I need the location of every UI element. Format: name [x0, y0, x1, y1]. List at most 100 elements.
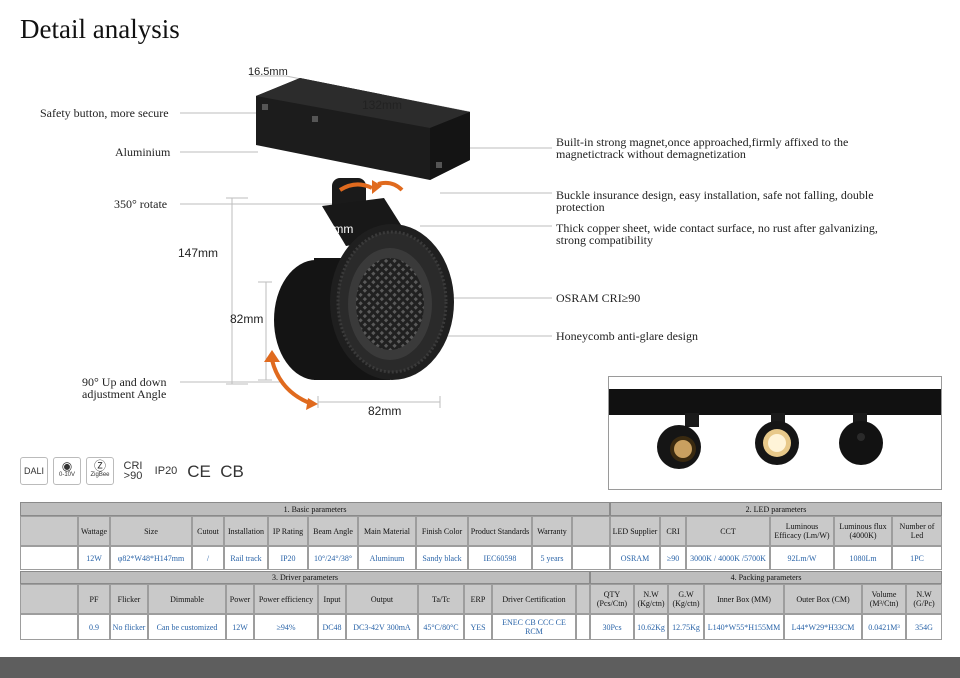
feature-buckle: Buckle insurance design, easy installati… [556, 188, 874, 214]
packing-header-row: QTY (Pcs/Ctn) N.W (Kg/ctn) G.W (Kg/ctn) … [590, 584, 942, 614]
table-cell: 12W [78, 546, 110, 570]
track-lights-photo [608, 376, 942, 490]
table-cell: 10°/24°/38° [308, 546, 358, 570]
table-header: Product Standards [468, 516, 532, 546]
table-cell: L44*W29*H33CM [784, 614, 862, 640]
led-value-row: OSRAM ≥90 3000K / 4000K /5700K 92Lm/W 10… [610, 546, 942, 570]
table-header: QTY (Pcs/Ctn) [590, 584, 634, 614]
table-header: Warranty [532, 516, 572, 546]
basic-header-row: Wattage Size Cutout Installation IP Rati… [20, 516, 610, 546]
table-cell: IEC60598 [468, 546, 532, 570]
table-header: CCT [686, 516, 770, 546]
table-header: Size [110, 516, 192, 546]
table-header: Flicker [110, 584, 148, 614]
table-cell: 1080Lm [834, 546, 892, 570]
driver-header-row: PF Flicker Dimmable Power Power efficien… [20, 584, 590, 614]
table-cell: 3000K / 4000K /5700K [686, 546, 770, 570]
table-cell: 12.75Kg [668, 614, 704, 640]
table-cell: OSRAM [610, 546, 660, 570]
table-header: Ta/Tc [418, 584, 464, 614]
dim-147mm: 147mm [178, 246, 219, 260]
table-header: Number of Led [892, 516, 942, 546]
dimming-0-10v-icon: ◉0-10V [53, 457, 81, 485]
table-header: Inner Box (MM) [704, 584, 784, 614]
table-cell: No flicker [110, 614, 148, 640]
dim-16-5mm: 16.5mm [248, 66, 288, 78]
table-header: N.W (G/Pc) [906, 584, 942, 614]
table-header: N.W (Kg/ctn) [634, 584, 668, 614]
table-header: Outer Box (CM) [784, 584, 862, 614]
table-cell: DC3-42V 300mA [346, 614, 418, 640]
basic-value-row: 12W φ82*W48*H147mm / Rail track IP20 10°… [20, 546, 610, 570]
dim-48mm: 48mm [320, 222, 354, 236]
table-cell: Aluminum [358, 546, 416, 570]
table-header: CRI [660, 516, 686, 546]
table-cell: ≥94% [254, 614, 318, 640]
table-header: Dimmable [148, 584, 226, 614]
table-header: LED Supplier [610, 516, 660, 546]
table-cell: 0.9 [78, 614, 110, 640]
packing-value-row: 30Pcs 10.62Kg 12.75Kg L140*W55*H155MM L4… [590, 614, 942, 640]
feature-safety-button: Safety button, more secure [40, 106, 169, 120]
basic-params-title: 1. Basic parameters [20, 502, 610, 516]
feature-rotate: 350° rotate [114, 197, 168, 211]
table-header: Finish Color [416, 516, 468, 546]
table-cell: DC48 [318, 614, 346, 640]
table-cell: L140*W55*H155MM [704, 614, 784, 640]
dim-82mm-width: 82mm [368, 404, 402, 418]
table-header: Input [318, 584, 346, 614]
table-header: Cutout [192, 516, 224, 546]
packing-params-title: 4. Packing parameters [590, 571, 942, 584]
table-header: Beam Angle [308, 516, 358, 546]
table-header: Luminous flux (4000K) [834, 516, 892, 546]
dim-132mm: 132mm [362, 98, 403, 112]
table-header: PF [78, 584, 110, 614]
table-header: Installation [224, 516, 268, 546]
led-header-row: LED Supplier CRI CCT Luminous Efficacy (… [610, 516, 942, 546]
table-cell: 92Lm/W [770, 546, 834, 570]
feature-adjustment-angle: 90° Up and down adjustment Angle [82, 375, 167, 401]
feature-copper-sheet: Thick copper sheet, wide contact surface… [556, 221, 878, 247]
footer-bar [0, 657, 960, 678]
feature-aluminium: Aluminium [115, 145, 171, 159]
table-cell: φ82*W48*H147mm [110, 546, 192, 570]
table-header: G.W (Kg/ctn) [668, 584, 704, 614]
table-header: Power [226, 584, 254, 614]
table-cell: ENEC CB CCC CE RCM [492, 614, 576, 640]
table-cell: 5 years [532, 546, 572, 570]
ce-icon: CE [187, 461, 211, 481]
table-cell: Sandy black [416, 546, 468, 570]
table-cell: 354G [906, 614, 942, 640]
table-cell: 12W [226, 614, 254, 640]
table-cell: 10.62Kg [634, 614, 668, 640]
table-header: Wattage [78, 516, 110, 546]
page-title: Detail analysis [20, 14, 180, 44]
table-cell: ≥90 [660, 546, 686, 570]
driver-value-row: 0.9 No flicker Can be customized 12W ≥94… [20, 614, 590, 640]
table-header: Luminous Efficacy (Lm/W) [770, 516, 834, 546]
table-cell: 45°C/80°C [418, 614, 464, 640]
table-header: Power efficiency [254, 584, 318, 614]
driver-params-title: 3. Driver parameters [20, 571, 590, 584]
feature-osram: OSRAM CRI≥90 [556, 291, 641, 305]
table-cell: / [192, 546, 224, 570]
cb-icon: CB [220, 461, 244, 481]
table-cell: Rail track [224, 546, 268, 570]
cri-icon: CRI >90 [123, 460, 143, 482]
table-header: ERP [464, 584, 492, 614]
table-header: Main Material [358, 516, 416, 546]
table-cell: 1PC [892, 546, 942, 570]
table-header: Volume (M³/Ctn) [862, 584, 906, 614]
product-illustration [180, 75, 552, 410]
table-cell: 30Pcs [590, 614, 634, 640]
table-cell: 0.0421M³ [862, 614, 906, 640]
feature-magnet: Built-in strong magnet,once approached,f… [556, 135, 849, 161]
table-cell: Can be customized [148, 614, 226, 640]
table-cell: IP20 [268, 546, 308, 570]
table-cell: YES [464, 614, 492, 640]
ip20-icon: IP20 [154, 464, 178, 477]
led-params-title: 2. LED parameters [610, 502, 942, 516]
dim-82mm-height: 82mm [230, 312, 264, 326]
